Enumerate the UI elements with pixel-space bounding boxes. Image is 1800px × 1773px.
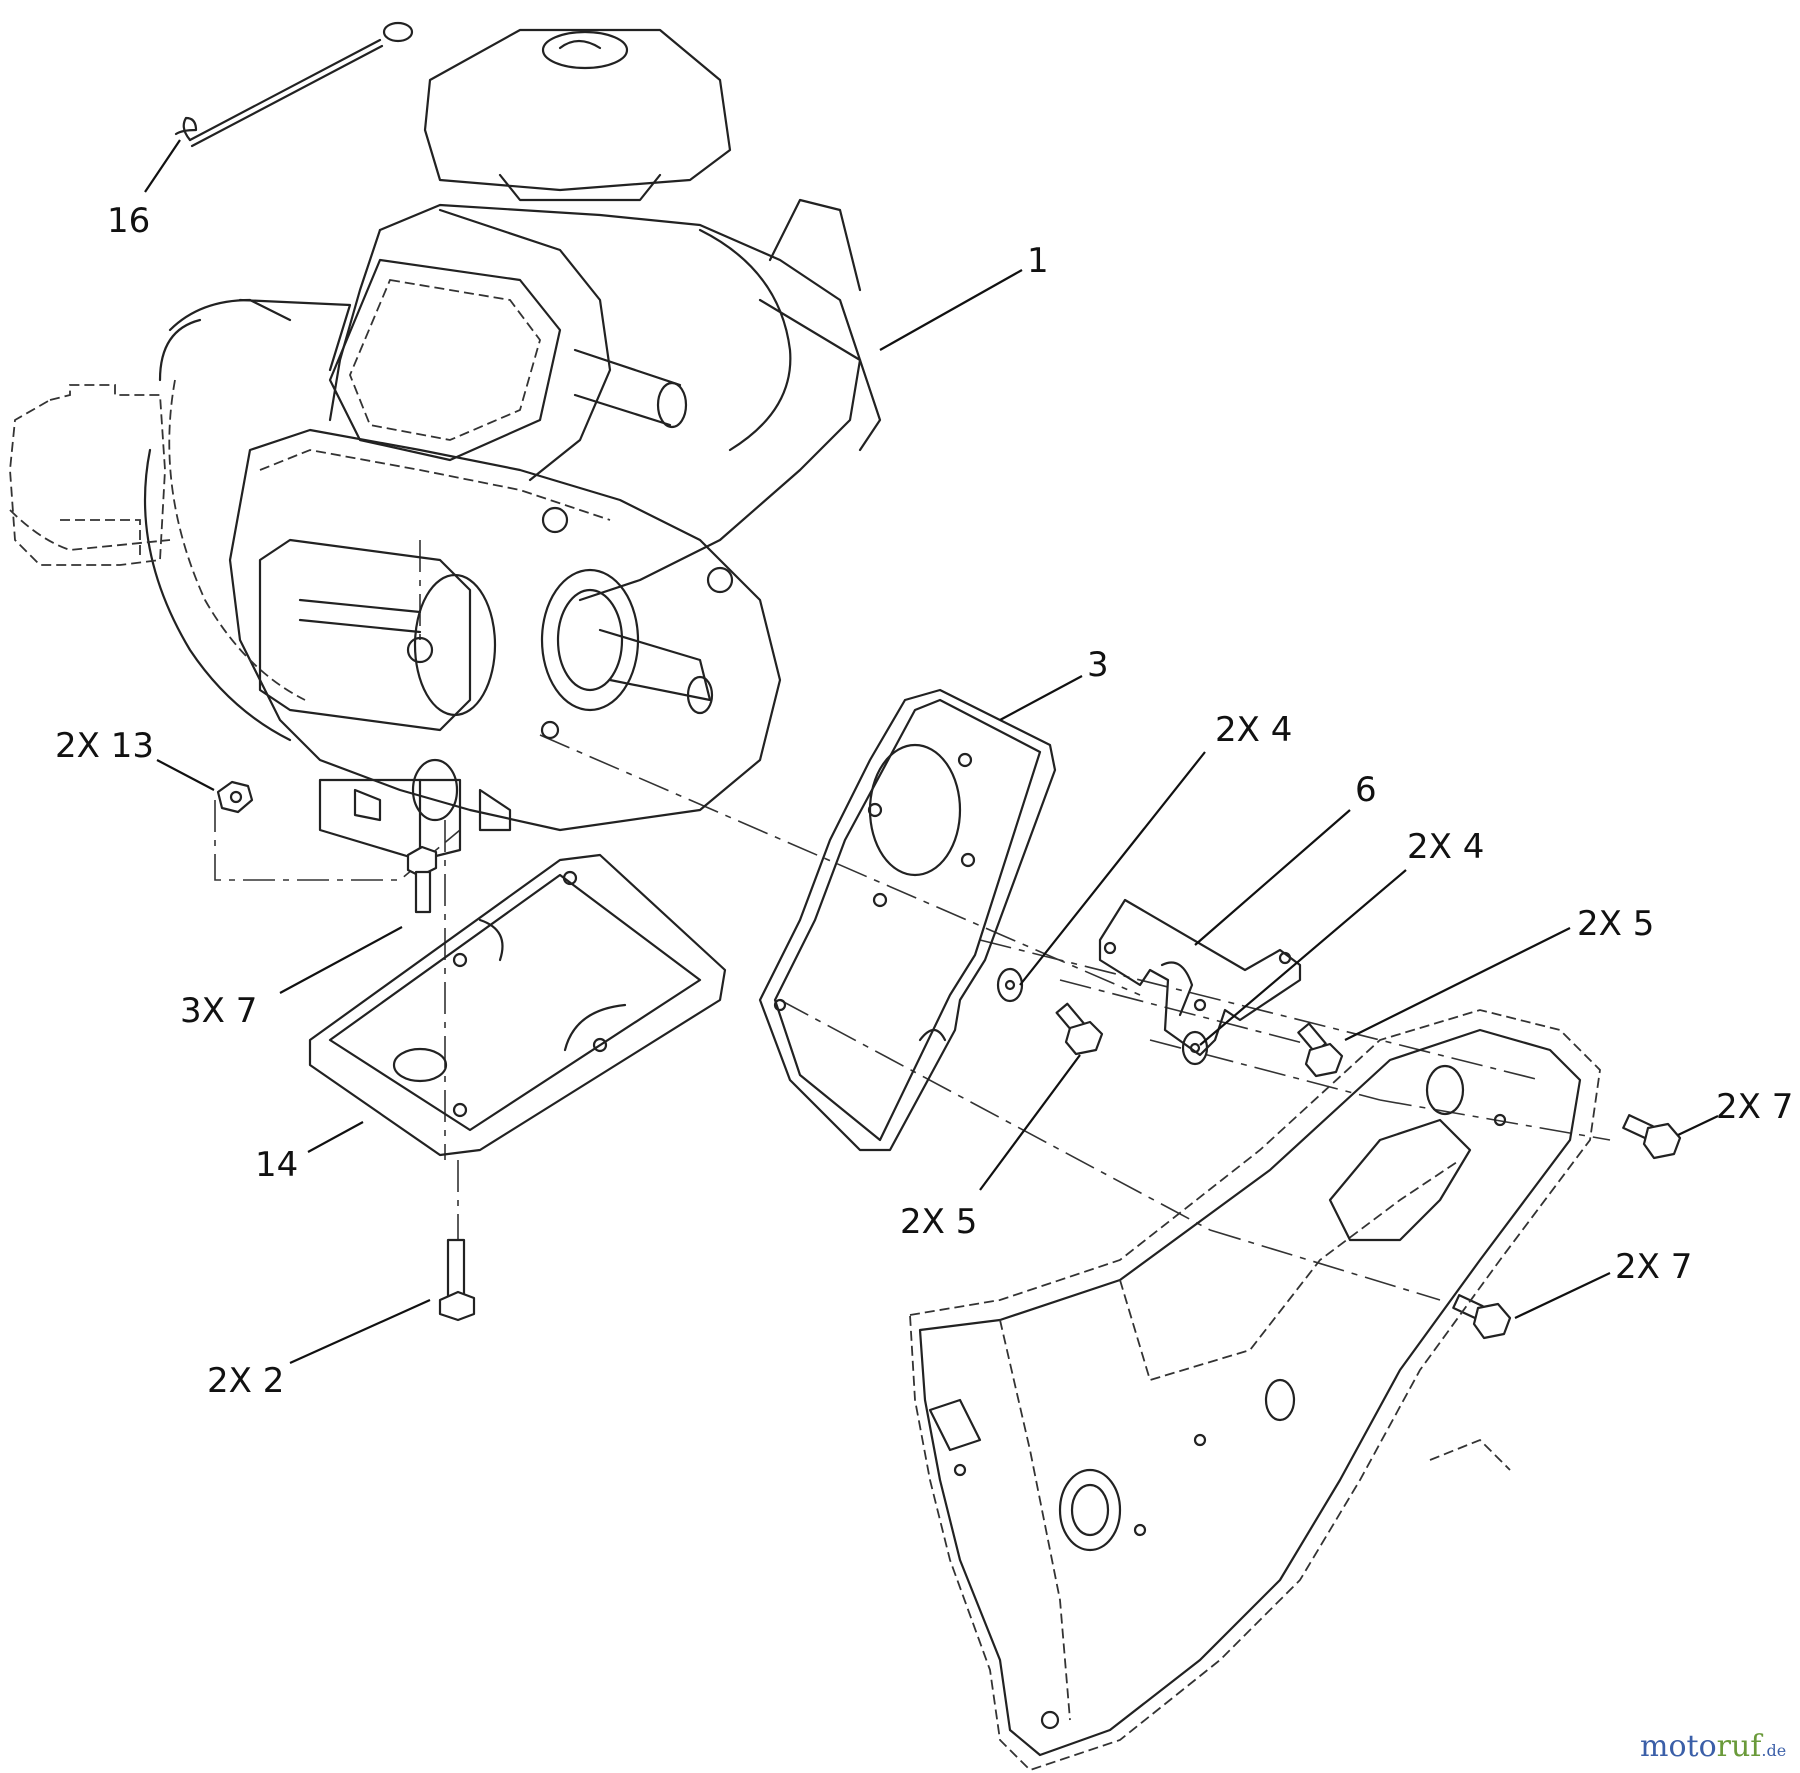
callout-2x-4-upper: 2X 4	[1215, 710, 1292, 750]
callout-6: 6	[1355, 770, 1377, 810]
callout-14: 14	[255, 1145, 298, 1185]
part-6-small-bracket	[1098, 898, 1302, 1057]
part-4-washers	[996, 967, 1209, 1066]
part-5-bolts	[1055, 1002, 1344, 1078]
callout-2x-7-lower: 2X 7	[1615, 1247, 1692, 1287]
callout-2x-13: 2X 13	[55, 726, 154, 766]
callout-3: 3	[1087, 645, 1109, 685]
callout-2x-7-upper: 2X 7	[1716, 1087, 1793, 1127]
part-1-engine	[9, 28, 882, 862]
callout-2x-5-right: 2X 5	[1577, 904, 1654, 944]
callout-1: 1	[1027, 241, 1049, 281]
part-3-bracket	[758, 688, 1057, 1152]
callout-2x-5-lower: 2X 5	[900, 1202, 977, 1242]
leader-lines	[144, 139, 1719, 1365]
assembly-lines	[214, 540, 1611, 1301]
part-7-bolts-frame	[1452, 1114, 1682, 1340]
part-14-base-plate	[308, 853, 727, 1157]
svg-text:motoruf.de: motoruf.de	[1640, 1729, 1786, 1764]
frame-side-plate	[909, 1009, 1601, 1772]
part-13-nut	[216, 780, 254, 814]
part-16-dipstick	[174, 21, 414, 148]
part-7-bolt-plate	[406, 845, 438, 914]
callout-16: 16	[107, 201, 150, 241]
callout-labels: 16 1 3 2X 4 6 2X 4 2X 5 2X 13 3X 7 2X 7 …	[55, 201, 1793, 1401]
callout-2x-2: 2X 2	[207, 1361, 284, 1401]
part-2-bolt	[438, 1238, 476, 1322]
callout-2x-4-lower: 2X 4	[1407, 827, 1484, 867]
watermark-logo: motoruf.de	[1640, 1729, 1786, 1764]
callout-3x-7: 3X 7	[180, 991, 257, 1031]
